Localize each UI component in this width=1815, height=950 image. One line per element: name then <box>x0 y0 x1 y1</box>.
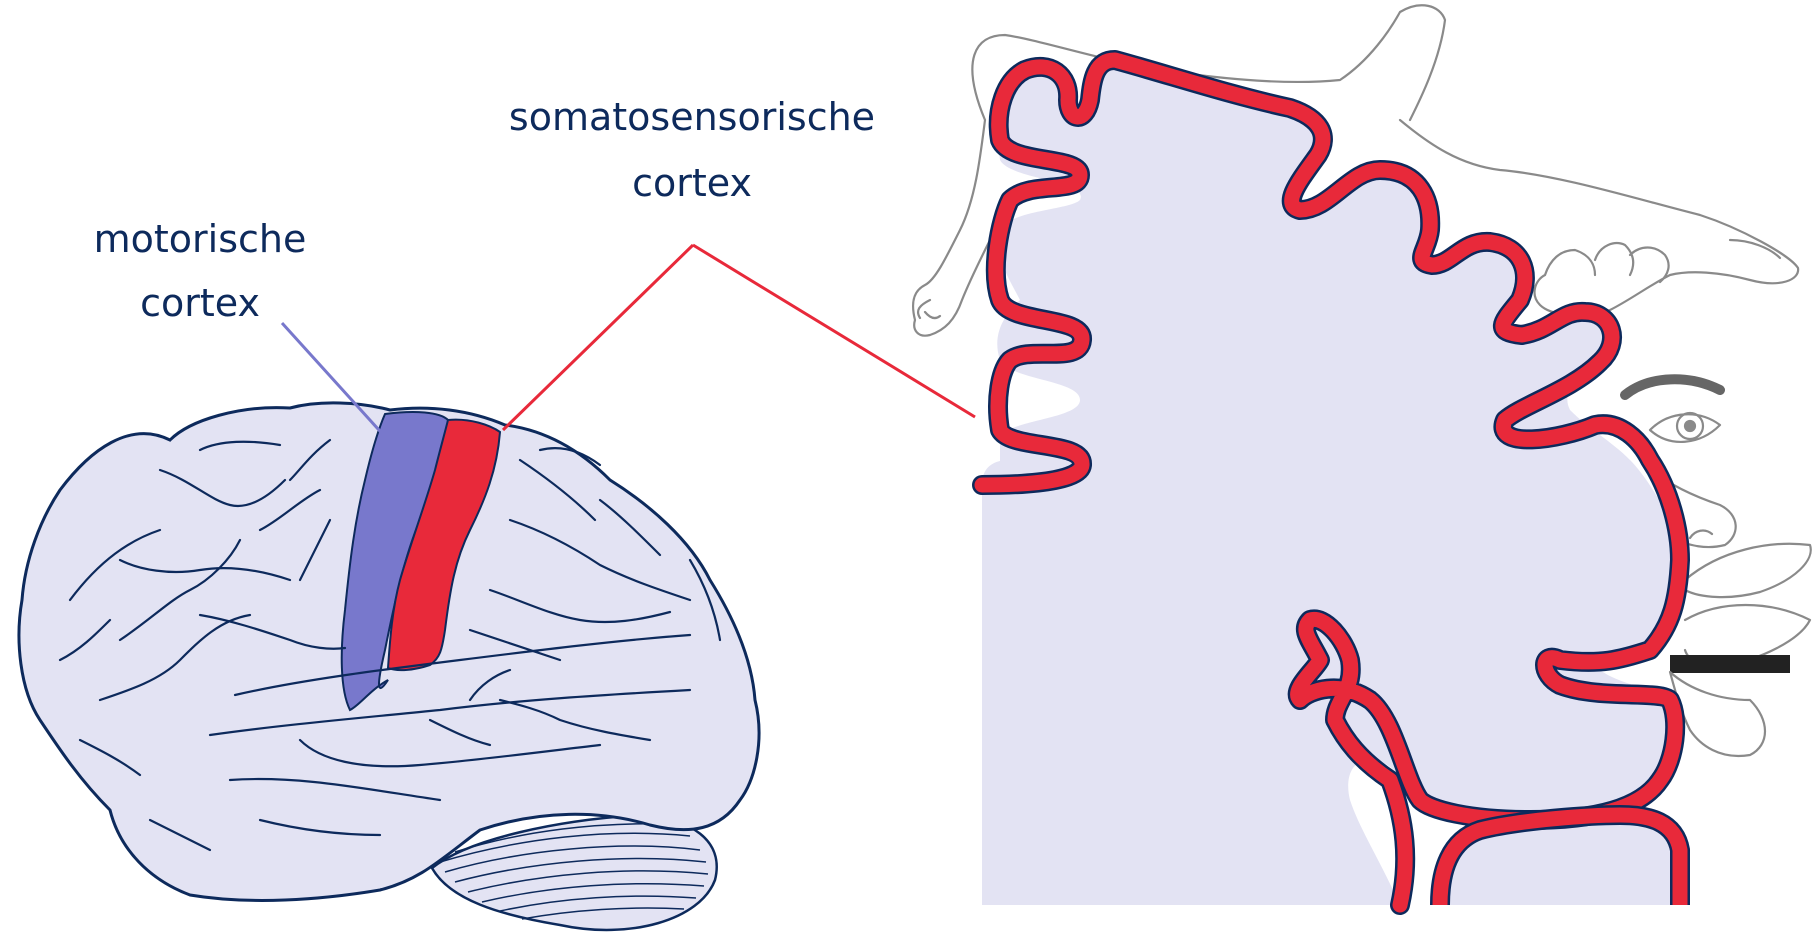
motor-label-line1: motorische <box>94 217 307 261</box>
cortex-cross-section <box>982 60 1680 905</box>
somato-pointer-line-b <box>693 245 975 417</box>
somato-pointer-line-a <box>503 245 693 430</box>
mouth-sketch-icon <box>1670 544 1811 756</box>
brain-illustration <box>19 403 759 930</box>
somato-label-line1: somatosensorische <box>509 95 875 139</box>
somato-label-line2: cortex <box>632 161 752 205</box>
motor-label-line2: cortex <box>140 281 260 325</box>
somatosensory-cortex-label: somatosensorische cortex <box>503 95 975 430</box>
